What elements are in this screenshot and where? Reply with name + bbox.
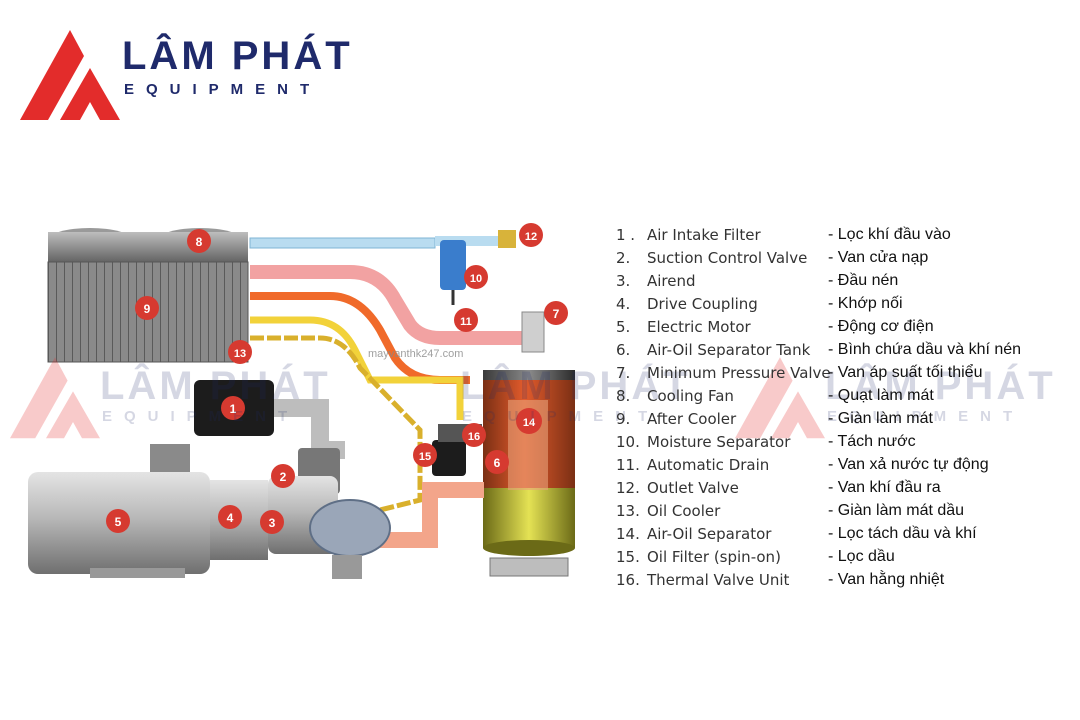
watermark-tagline-middle: EQUIPMENT — [462, 408, 660, 425]
svg-text:16: 16 — [468, 431, 480, 443]
outlet-valve-body — [498, 230, 516, 248]
callout-8: 8 — [187, 229, 211, 253]
svg-text:15: 15 — [419, 451, 431, 463]
callout-11: 11 — [454, 308, 478, 332]
callout-1: 1 — [221, 396, 245, 420]
svg-text:8: 8 — [196, 235, 203, 249]
callout-9: 9 — [135, 296, 159, 320]
oil-filter-body — [432, 440, 466, 476]
legend-item: 4.Drive Coupling- Khớp nối — [616, 295, 903, 313]
svg-text:7: 7 — [553, 307, 560, 321]
callout-5: 5 — [106, 509, 130, 533]
legend-item: 1 .Air Intake Filter- Lọc khí đầu vào — [616, 226, 951, 244]
cooler-block — [47, 228, 249, 363]
watermark-brand-left: LÂM PHÁT — [100, 364, 331, 408]
svg-text:6: 6 — [494, 456, 501, 470]
svg-text:10: 10 — [470, 273, 482, 285]
svg-text:5: 5 — [115, 515, 122, 529]
svg-text:4: 4 — [227, 511, 234, 525]
svg-text:2: 2 — [280, 470, 287, 484]
callout-12: 12 — [519, 223, 543, 247]
minimum-pressure-valve-body — [521, 311, 545, 353]
airend — [268, 476, 391, 579]
svg-text:12: 12 — [525, 231, 537, 243]
callout-16: 16 — [462, 423, 486, 447]
legend-item: 5.Electric Motor- Động cơ điện — [616, 318, 934, 336]
legend-item: 3.Airend- Đầu nén — [616, 272, 899, 290]
oil-return-line — [250, 335, 423, 523]
discharge-pipe — [375, 482, 484, 548]
callout-2: 2 — [271, 464, 295, 488]
watermark-brand-right: LÂM PHÁT — [825, 364, 1056, 408]
svg-text:1: 1 — [230, 402, 237, 416]
moisture-separator-body — [440, 240, 466, 290]
legend-item: 12.Outlet Valve- Van khí đầu ra — [616, 479, 941, 497]
brand-tagline: EQUIPMENT — [124, 81, 322, 98]
svg-text:11: 11 — [460, 316, 472, 328]
svg-text:14: 14 — [523, 417, 536, 429]
hot-air-line — [250, 265, 540, 345]
svg-text:13: 13 — [234, 348, 246, 360]
svg-text:3: 3 — [269, 516, 276, 530]
watermark-tagline-right: EQUIPMENT — [827, 408, 1025, 425]
legend-item: 9.After Cooler- Giàn làm mát — [616, 410, 933, 428]
legend-item: 15.Oil Filter (spin-on)- Lọc dầu — [616, 548, 895, 566]
diagram-watermark-text: mayvanthk247.com — [368, 348, 463, 360]
callout-15: 15 — [413, 443, 437, 467]
callout-7: 7 — [544, 301, 568, 325]
legend-item: 16.Thermal Valve Unit- Van hằng nhiệt — [616, 571, 945, 589]
legend-item: 2.Suction Control Valve- Van cửa nạp — [616, 249, 929, 267]
watermark-brand-middle: LÂM PHÁT — [460, 364, 691, 408]
separator-tank — [483, 370, 575, 577]
brand-logo-icon — [20, 30, 120, 120]
legend-item: 13.Oil Cooler- Giàn làm mát dầu — [616, 502, 965, 520]
callout-10: 10 — [464, 265, 488, 289]
legend-item: 7.Minimum Pressure Valve- Van áp suất tố… — [616, 364, 983, 382]
legend-item: 10.Moisture Separator- Tách nước — [616, 433, 916, 451]
legend-item: 8.Cooling Fan- Quạt làm mát — [616, 387, 934, 405]
svg-text:9: 9 — [144, 302, 151, 316]
air-intake-line — [249, 237, 436, 249]
legend-item: 11.Automatic Drain- Van xả nước tự động — [616, 456, 989, 474]
callout-14: 14 — [516, 408, 542, 434]
brand-name: LÂM PHÁT — [122, 34, 353, 78]
callout-13: 13 — [228, 340, 252, 364]
legend-item: 14.Air-Oil Separator- Lọc tách dầu và kh… — [616, 525, 977, 543]
callout-3: 3 — [260, 510, 284, 534]
watermark-tagline-left: EQUIPMENT — [102, 408, 300, 425]
legend-item: 6.Air-Oil Separator Tank- Bình chứa dầu … — [616, 341, 1022, 359]
callout-6: 6 — [485, 450, 509, 474]
callout-4: 4 — [218, 505, 242, 529]
